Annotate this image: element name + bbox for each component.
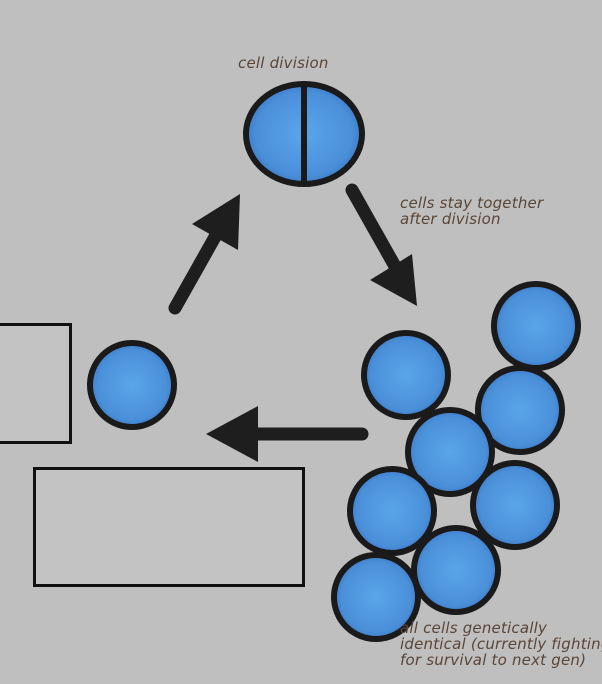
cell-cluster (331, 281, 581, 642)
cluster-cell (347, 466, 437, 556)
cluster-cell (491, 281, 581, 371)
cluster-cell (405, 407, 495, 497)
arrow-up-right (168, 194, 240, 315)
label-line: identical (currently fighting (400, 635, 602, 653)
label-line: all cells genetically (400, 619, 548, 637)
cluster-cell (331, 552, 421, 642)
cluster-cell (470, 460, 560, 550)
genetically-identical-label: all cells genetically identical (current… (400, 620, 602, 668)
label-line: cells stay together (400, 194, 544, 212)
cluster-cell (411, 525, 501, 615)
blank-label-box-left[interactable] (0, 323, 72, 444)
single-cell (87, 340, 177, 430)
arrow-left (206, 406, 369, 462)
blank-label-box-bottom[interactable] (33, 467, 305, 587)
cluster-cell (361, 330, 451, 420)
label-line: for survival to next gen) (400, 651, 587, 669)
arrow-down-right (345, 183, 417, 306)
cells-stay-together-label: cells stay together after division (400, 195, 543, 227)
label-line: after division (400, 210, 501, 228)
cell-division-label: cell division (238, 54, 329, 72)
dividing-cell (243, 81, 365, 187)
cluster-cell (475, 365, 565, 455)
